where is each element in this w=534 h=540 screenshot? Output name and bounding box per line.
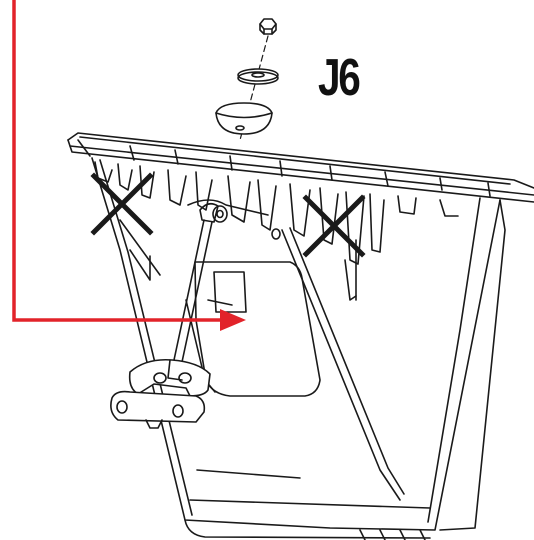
bracket-clip-icon — [110, 358, 211, 429]
step-label: J6 — [318, 49, 361, 107]
tray-body — [91, 157, 506, 540]
nut-icon — [259, 18, 277, 35]
hanger-strap — [173, 202, 228, 363]
washer-icon — [237, 68, 279, 85]
red-arrow-pointer — [12, 0, 246, 331]
x-mark-right — [302, 194, 366, 258]
box-top-flange — [67, 132, 534, 203]
dome-cap-icon — [215, 102, 273, 135]
tray-ribs — [94, 161, 459, 301]
x-mark-left — [90, 172, 154, 236]
support-rod — [187, 199, 405, 501]
